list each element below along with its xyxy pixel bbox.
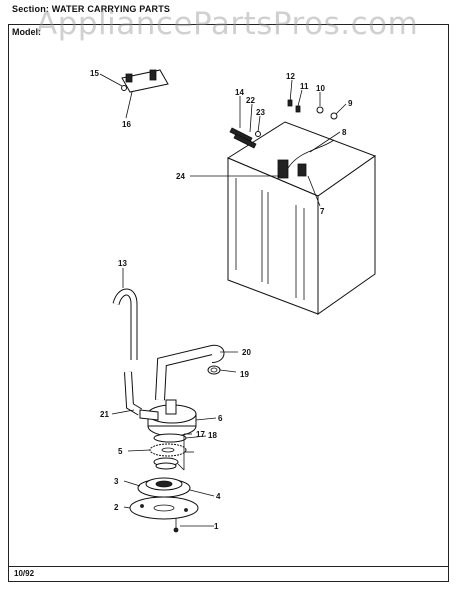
screw: [173, 518, 179, 533]
pump-gear: [149, 443, 187, 457]
callout-8: 8: [342, 128, 347, 137]
callout-18: 18: [208, 431, 217, 440]
callout-5: 5: [118, 447, 123, 456]
pump-pulley: [153, 457, 179, 470]
callout-1: 1: [214, 522, 219, 531]
callout-15: 15: [90, 69, 99, 78]
revision-date: 10/92: [14, 569, 35, 578]
leader-lines: [99, 73, 347, 527]
washer-cabinet: [226, 121, 377, 315]
callout-10: 10: [316, 84, 325, 93]
footer-bar: [8, 566, 449, 582]
diagram-frame: [8, 24, 449, 582]
callout-12: 12: [286, 72, 295, 81]
callout-3: 3: [114, 477, 119, 486]
callout-16: 16: [122, 120, 131, 129]
tub-to-pump-hose: [155, 344, 225, 401]
base-plate: [129, 496, 199, 520]
water-inlet-valve: [121, 69, 169, 93]
callout-17: 17: [196, 430, 205, 439]
callout-4: 4: [216, 492, 221, 501]
callout-22: 22: [246, 96, 255, 105]
callout-2: 2: [114, 503, 119, 512]
hose-clamp: [207, 365, 221, 375]
watermark: AppliancePartsPros.com: [36, 6, 419, 42]
pump-hub: [137, 477, 191, 498]
pump-assembly: [139, 399, 197, 437]
callout-19: 19: [240, 370, 249, 379]
callout-20: 20: [242, 348, 251, 357]
pump-seal: [153, 433, 187, 443]
callout-13: 13: [118, 259, 127, 268]
callout-21: 21: [100, 410, 109, 419]
section-title: Section: WATER CARRYING PARTS: [12, 4, 171, 14]
callout-11: 11: [300, 82, 309, 91]
pump-inlet-hose: [124, 371, 143, 416]
callout-labels: 1 2 3 4 5 6 7 8 9 10 11 12 13 14 15 16 1…: [90, 69, 353, 531]
callout-9: 9: [348, 99, 353, 108]
callout-23: 23: [256, 108, 265, 117]
callout-24: 24: [176, 172, 185, 181]
callout-6: 6: [218, 414, 223, 423]
callout-14: 14: [235, 88, 244, 97]
drain-hose: [112, 288, 138, 360]
callout-7: 7: [320, 207, 325, 216]
model-label: Model:: [12, 27, 41, 37]
